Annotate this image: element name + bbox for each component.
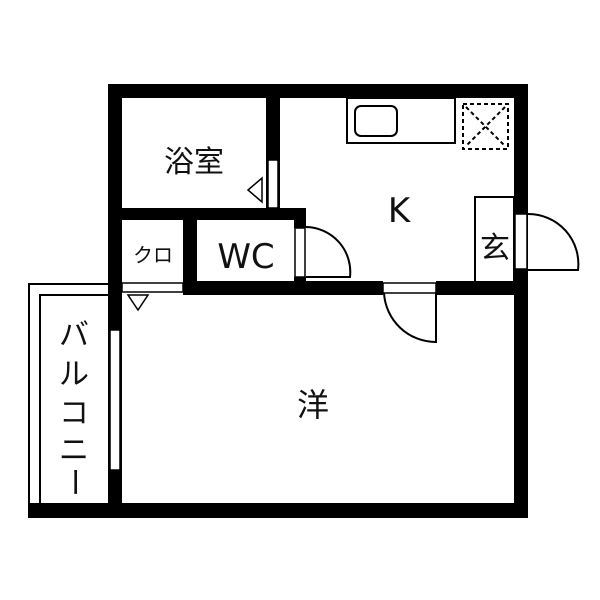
- room-label-bath: 浴室: [164, 145, 224, 180]
- room-label-closet: クロ: [133, 243, 173, 267]
- room-label-wc: WC: [217, 237, 274, 277]
- svg-text:コ: コ: [59, 396, 89, 431]
- room-label-balcony: バ ル コ ニ ー: [56, 318, 91, 497]
- svg-text:ー: ー: [56, 467, 91, 497]
- entrance-step: [474, 196, 515, 284]
- walls: [28, 84, 528, 518]
- bath-door: [267, 159, 279, 209]
- entrance-door-frame: [514, 213, 528, 270]
- room-label-entrance: 玄: [480, 231, 510, 266]
- stove-icon: [462, 103, 509, 150]
- svg-text:ニ: ニ: [59, 433, 89, 468]
- closet-door: [121, 282, 184, 293]
- svg-text:ル: ル: [59, 357, 89, 392]
- door-swings: [126, 176, 580, 344]
- wc-door-frame: [294, 227, 306, 278]
- balcony: [28, 283, 108, 510]
- room-door-frame: [382, 282, 437, 294]
- openings: [109, 159, 528, 471]
- room-label-western: 洋: [297, 386, 329, 424]
- room-label-kitchen: K: [388, 191, 412, 231]
- sink-icon: [354, 105, 398, 137]
- svg-text:バ: バ: [59, 318, 89, 353]
- balcony-window: [109, 329, 121, 471]
- kitchen-counter: [346, 97, 456, 144]
